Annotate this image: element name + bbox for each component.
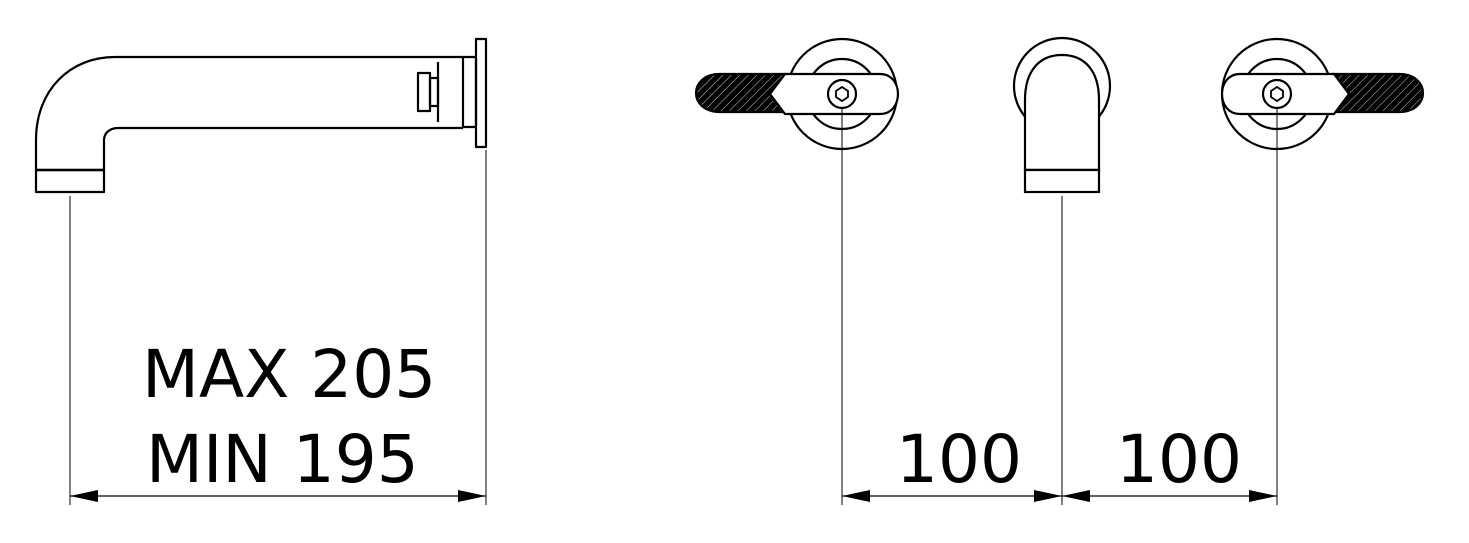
- spout-tube: [34, 55, 463, 172]
- outlet-tip: [34, 168, 106, 194]
- inner-fitting-2: [428, 76, 440, 108]
- left-spacing-label: 100: [896, 421, 1022, 498]
- projection-min-label: MIN 195: [146, 421, 419, 498]
- spout-side-view: [34, 37, 488, 194]
- left-handle-front-view: [695, 37, 900, 151]
- extension-lines: [69, 108, 1278, 505]
- inner-fitting: [416, 71, 432, 113]
- spout-front-view: [1012, 36, 1112, 194]
- spout-front-body: [1023, 53, 1101, 172]
- right-handle-front-view: [1220, 37, 1424, 151]
- spout-front-tip: [1023, 168, 1101, 194]
- wall-flange: [474, 37, 488, 149]
- projection-max-label: MAX 205: [142, 336, 437, 413]
- right-spacing-label: 100: [1116, 421, 1242, 498]
- flange-collar: [461, 55, 478, 129]
